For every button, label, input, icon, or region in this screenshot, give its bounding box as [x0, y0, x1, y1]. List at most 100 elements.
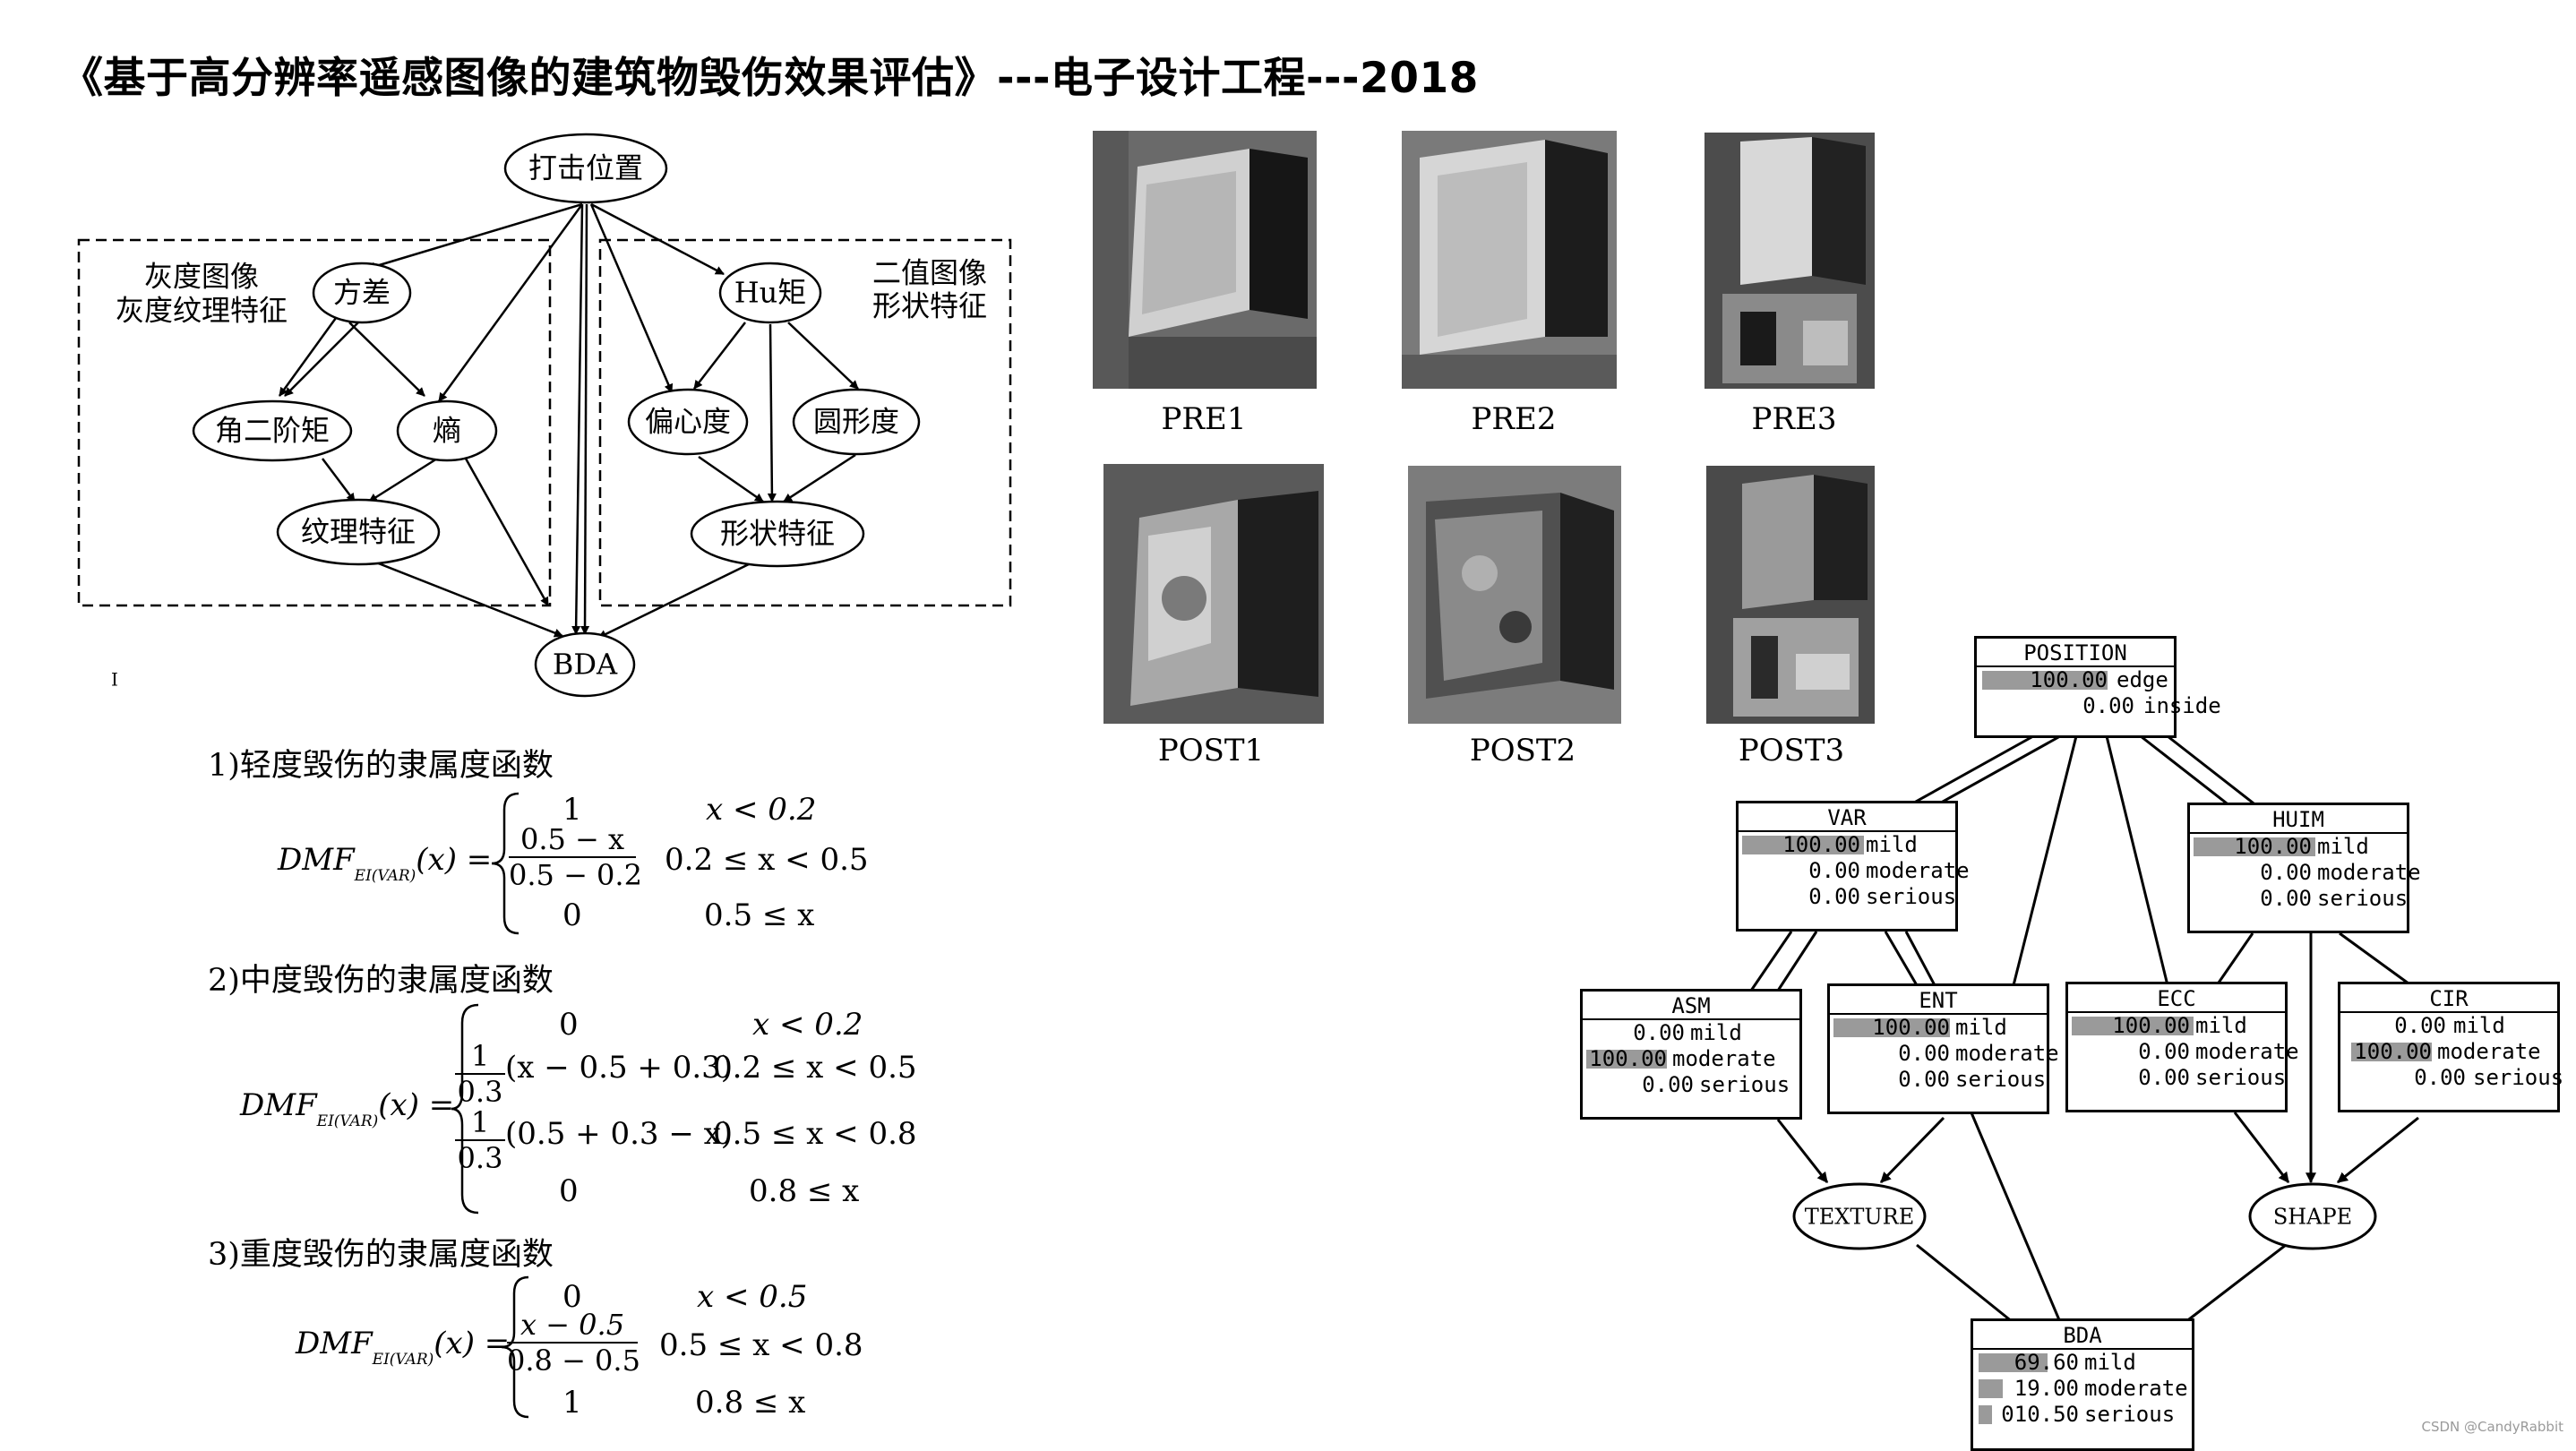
brace-moderate [451, 1003, 479, 1215]
f2-case4-value: 0 [559, 1173, 579, 1209]
entropy-node [396, 399, 498, 462]
texture-net-node [1792, 1182, 1927, 1250]
stray-mark: I [111, 669, 118, 691]
circularity-node [792, 388, 921, 456]
bda-net-title: BDA [1973, 1321, 2192, 1350]
bda-node [534, 631, 636, 698]
watermark: CSDN @CandyRabbit [2421, 1419, 2563, 1435]
shape-feature-label: 形状特征 [720, 517, 835, 551]
bda-label: BDA [553, 648, 618, 682]
texture-net-label: TEXTURE [1805, 1205, 1914, 1230]
pre3-image [1704, 133, 1875, 389]
eccentricity-node [627, 388, 749, 456]
cir-title: CIR [2340, 984, 2557, 1013]
heading-moderate: 2)中度毁伤的隶属度函数 [208, 963, 554, 999]
ecc-title: ECC [2068, 984, 2285, 1013]
f2-case3-expression: (0.5 + 0.3 − x) [505, 1116, 734, 1152]
circularity-label: 圆形度 [813, 405, 899, 439]
hu-moment-label: Hu矩 [734, 276, 807, 310]
shape-net-label: SHAPE [2273, 1205, 2352, 1230]
shape-net-node [2248, 1182, 2377, 1250]
grayscale-group-box [77, 238, 552, 607]
f3-case1-value: 0 [562, 1279, 582, 1315]
entropy-label: 熵 [433, 414, 461, 448]
f3-case1-condition: x < 0.5 [697, 1279, 808, 1315]
binary-group-subtitle: 形状特征 [872, 289, 987, 323]
shape-feature-node [690, 500, 865, 568]
post2-label: POST2 [1469, 733, 1576, 768]
f1-case3-value: 0 [562, 897, 582, 933]
brace-serious [501, 1275, 529, 1419]
heading-serious: 3)重度毁伤的隶属度函数 [208, 1237, 554, 1273]
hu-moment-node [718, 262, 822, 324]
variance-label: 方差 [333, 276, 391, 310]
huim-title: HUIM [2190, 805, 2407, 834]
f3-case2-condition: 0.5 ≤ x < 0.8 [659, 1327, 863, 1363]
texture-feature-label: 纹理特征 [301, 515, 416, 549]
ent-title: ENT [1830, 986, 2047, 1015]
f1-case1-value: 1 [562, 792, 582, 828]
f1-case2-condition: 0.2 ≤ x < 0.5 [665, 842, 869, 878]
binary-group-title: 二值图像 [872, 256, 987, 290]
f2-case4-condition: 0.8 ≤ x [749, 1173, 860, 1209]
post1-label: POST1 [1157, 733, 1265, 768]
var-title: VAR [1739, 803, 1955, 832]
f2-case2-expression: (x − 0.5 + 0.3) [505, 1050, 734, 1086]
eccentricity-label: 偏心度 [645, 405, 731, 439]
variance-node [312, 262, 412, 324]
grayscale-group-subtitle: 灰度纹理特征 [116, 294, 288, 328]
strike-position-label: 打击位置 [528, 151, 643, 185]
pre3-label: PRE3 [1751, 401, 1837, 437]
pre1-label: PRE1 [1161, 401, 1247, 437]
formula-serious-lhs: DMFEI(VAR)(x) = [296, 1326, 511, 1369]
post1-image [1103, 464, 1324, 724]
f2-case2-condition: 0.2 ≤ x < 0.5 [713, 1050, 917, 1086]
pre2-image [1402, 131, 1617, 389]
pre2-label: PRE2 [1471, 401, 1557, 437]
f3-case3-value: 1 [562, 1385, 582, 1421]
asm-node [192, 399, 353, 462]
f1-case1-condition: x < 0.2 [706, 792, 817, 828]
f2-case1-condition: x < 0.2 [752, 1007, 863, 1043]
post3-label: POST3 [1738, 733, 1845, 768]
f1-case3-condition: 0.5 ≤ x [704, 897, 815, 933]
post3-image [1706, 466, 1875, 724]
feature-graph-diagram: 打击位置 方差 Hu矩 角二阶矩 熵 偏心度 圆形度 纹理特征 形状特征 BDA… [77, 133, 1012, 698]
binary-group-box [598, 238, 1012, 607]
asm-label: 角二阶矩 [215, 414, 330, 448]
formula-moderate-lhs: DMFEI(VAR)(x) = [240, 1087, 455, 1130]
page-title: 《基于高分辨率遥感图像的建筑物毁伤效果评估》---电子设计工程---2018 [61, 54, 1479, 103]
brace-mild [491, 792, 519, 935]
